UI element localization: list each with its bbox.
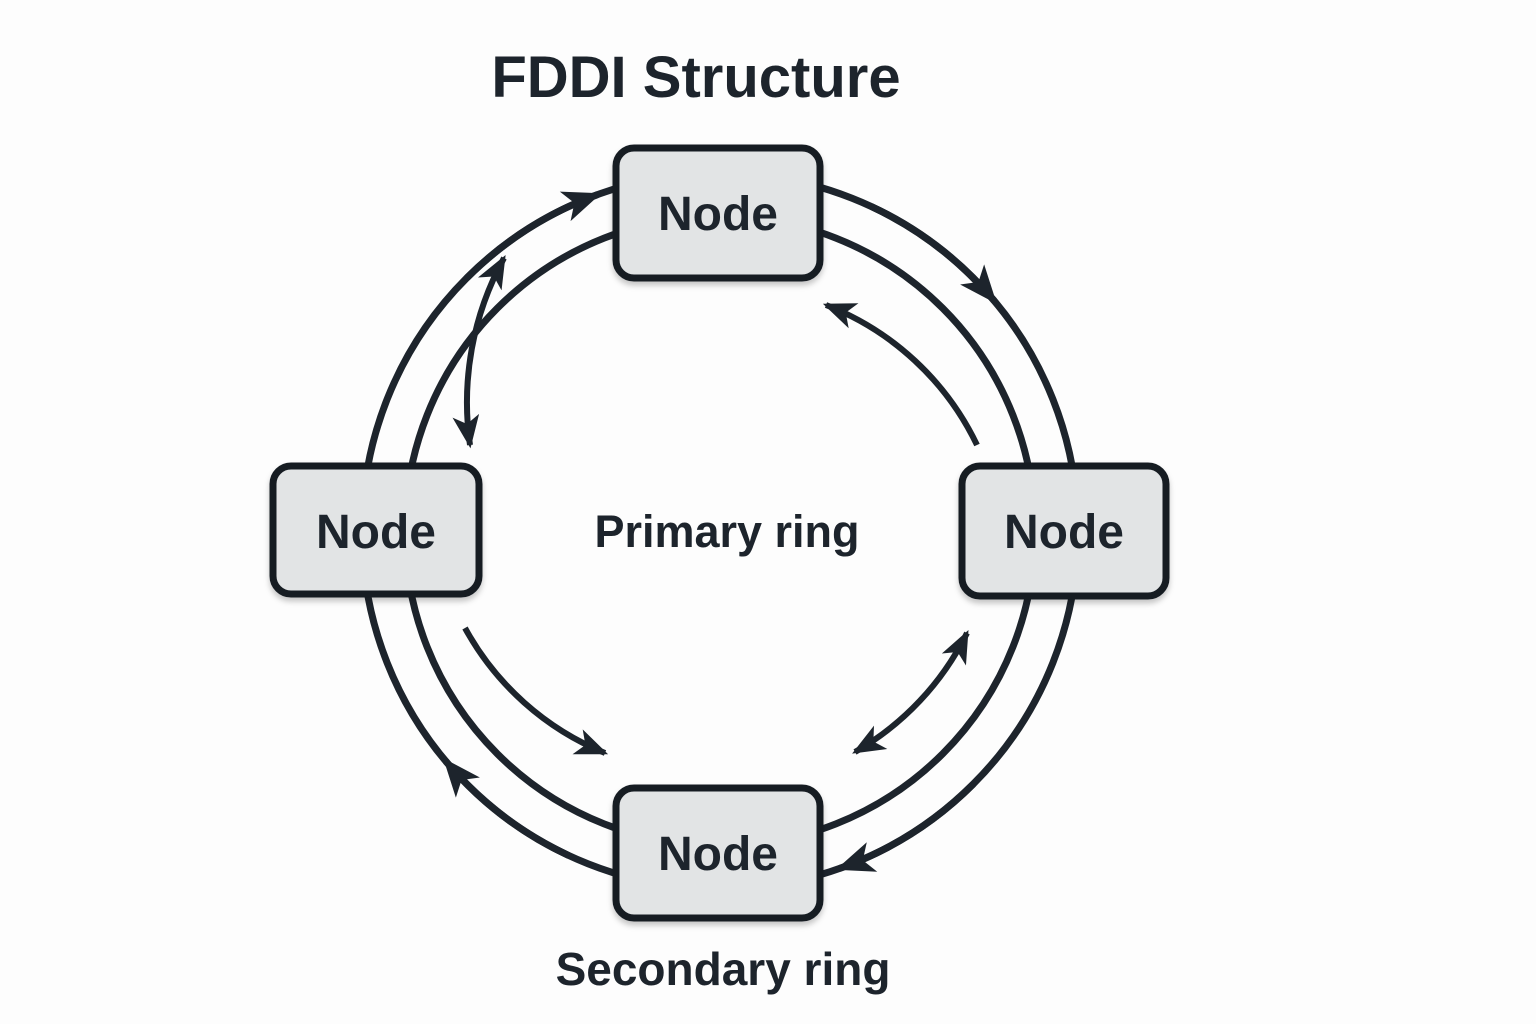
secondary-ring-arrow-top-left — [464, 191, 602, 281]
node-label-right: Node — [1004, 506, 1124, 559]
node-box-right — [958, 462, 1170, 600]
node-box-bottom — [612, 784, 824, 922]
node-box-top — [612, 144, 824, 282]
primary-ring-arrow-top-left — [452, 255, 507, 449]
secondary-ring-label: Secondary ring — [556, 943, 891, 995]
primary-ring-arrow-bottom-left — [462, 626, 609, 756]
node-box-left — [269, 462, 483, 598]
primary-ring-label: Primary ring — [594, 506, 859, 557]
node-label-top: Node — [658, 188, 778, 241]
primary-ring-arrow-top-right — [822, 302, 980, 447]
primary-ring-arrow-bottom-right — [852, 629, 970, 755]
diagram-title: FDDI Structure — [491, 45, 900, 110]
node-label-bottom: Node — [658, 828, 778, 881]
secondary-ring-arrow-bottom-right — [835, 781, 976, 872]
secondary-ring-arrow-top-right — [869, 203, 997, 304]
node-label-left: Node — [316, 506, 436, 559]
secondary-ring-arrow-bottom-left — [443, 758, 571, 859]
